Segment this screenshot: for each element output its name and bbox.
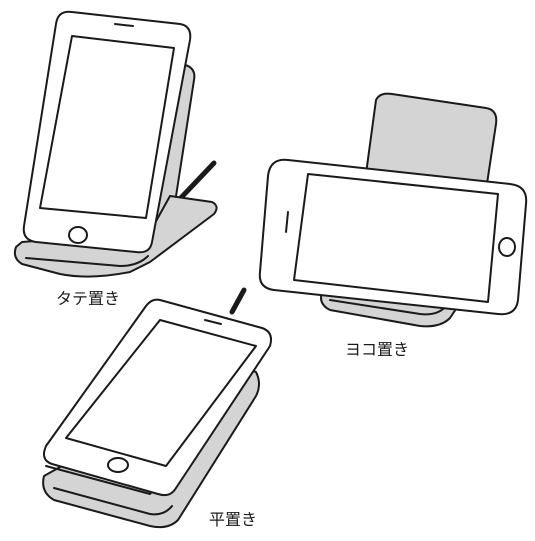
label-flat: 平置き [209,510,258,529]
stand-portrait [13,10,218,278]
label-landscape: ヨコ置き [345,340,410,359]
cable [173,160,217,206]
phone-speaker [285,211,289,233]
home-button [107,457,129,473]
phone-speaker [204,319,222,325]
phone-screen [39,35,175,219]
stand-landscape [258,92,528,328]
home-button [498,237,516,257]
phone-screen [293,173,499,303]
phone-speaker [114,23,134,27]
base-groove [25,255,149,267]
base-groove [53,487,173,516]
stand-flat [42,287,272,529]
home-button [68,226,88,244]
cable [229,287,247,315]
label-portrait: タテ置き [56,289,121,308]
phone-screen [65,319,257,467]
